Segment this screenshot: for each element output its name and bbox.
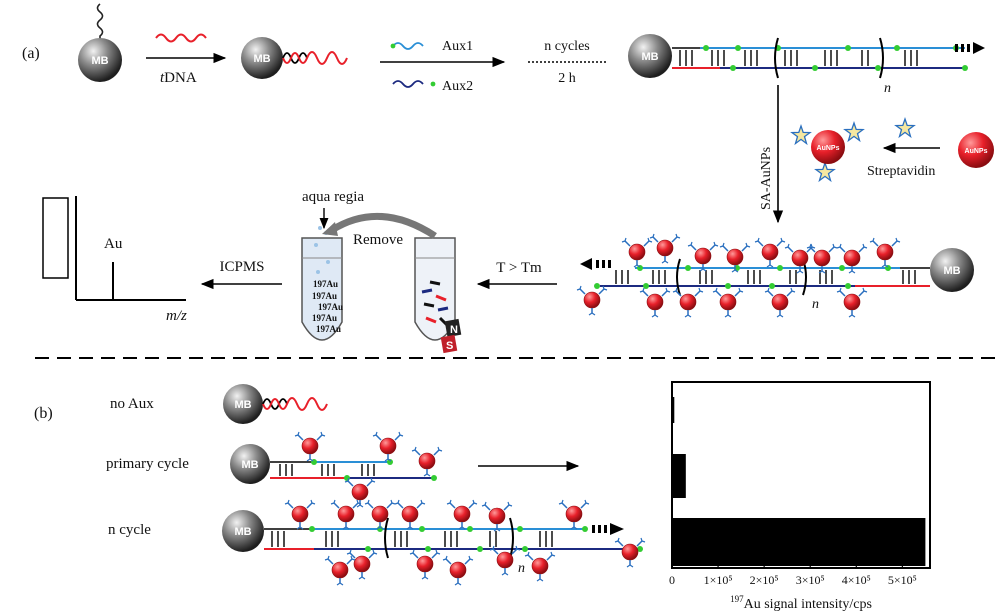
panel-a-label: (a) xyxy=(22,45,40,62)
panel-b-label: (b) xyxy=(34,405,53,422)
x-tick-label: 1×10⁵ xyxy=(704,573,733,587)
x-tick-label: 2×10⁵ xyxy=(750,573,779,587)
aux1-label: Aux1 xyxy=(442,39,473,54)
remove-label: Remove xyxy=(353,232,403,248)
bead-initial: MB xyxy=(78,3,122,82)
no-aux-construct: MB xyxy=(223,384,328,424)
bead-label-b2: MB xyxy=(241,459,258,471)
denature-step: T > Tm xyxy=(476,260,557,290)
mz-label: m/z xyxy=(166,308,187,324)
tube-au-3: 197Au xyxy=(318,302,343,312)
magnet-n-label: N xyxy=(450,324,458,336)
bar-no-aux xyxy=(672,397,675,423)
temp-label: T > Tm xyxy=(496,260,542,276)
magnet-s-label: S xyxy=(446,340,453,352)
aux-step: Aux1 Aux2 xyxy=(380,39,506,94)
cycles-label: n cycles xyxy=(544,39,589,54)
repeat-n-top: n xyxy=(884,81,891,96)
au-peak-label: Au xyxy=(104,236,123,252)
amplified-product-top: MB n xyxy=(628,34,985,96)
x-tick-label: 0 xyxy=(669,573,675,587)
x-tick-label: 3×10⁵ xyxy=(796,573,825,587)
cycles-step: n cycles 2 h xyxy=(528,39,607,86)
x-tick-label: 5×10⁵ xyxy=(888,573,917,587)
labeled-product: MB n xyxy=(576,233,974,318)
bead-label-2: MB xyxy=(253,53,270,65)
x-axis-title: 197Au signal intensity/cps xyxy=(730,594,872,612)
aux2-label: Aux2 xyxy=(442,79,473,94)
sa-aunp-conjugate: AuNPs Streptavidin AuNPs xyxy=(791,118,994,182)
signal-bar-chart: 0 1×10⁵ 2×10⁵ 3×10⁵ 4×10⁵ 5×10⁵ 197Au signal i… xyxy=(669,381,931,612)
bead-label-b1: MB xyxy=(234,399,251,411)
primary-cycle-construct: MB xyxy=(230,431,443,508)
continuation-arrow-b xyxy=(592,523,624,535)
icpms-step: ICPMS xyxy=(200,259,282,290)
x-tick-label: 4×10⁵ xyxy=(842,573,871,587)
tdna-step: tDNA xyxy=(146,33,227,86)
magnet: N S xyxy=(440,318,462,354)
n-cycle-construct: MB n xyxy=(222,499,646,586)
repeat-n-mid: n xyxy=(812,297,819,312)
aunps-label-conj: AuNPs xyxy=(817,145,840,152)
bead-label-b3: MB xyxy=(234,526,251,538)
bar-n-cycle xyxy=(672,518,926,566)
row-label-n-cycle: n cycle xyxy=(108,522,151,538)
time-label: 2 h xyxy=(558,71,576,86)
icpms-spectrum: Au m/z xyxy=(42,196,187,324)
tube-au-5: 197Au xyxy=(316,324,341,334)
continuation-arrow-mid xyxy=(580,258,611,270)
aunps-label-free: AuNPs xyxy=(965,148,988,155)
sa-aunps-step: SA-AuNPs xyxy=(759,85,784,224)
tube-au-1: 197Au xyxy=(313,279,338,289)
bead-label-3: MB xyxy=(641,51,658,63)
sa-aunps-label: SA-AuNPs xyxy=(759,147,774,210)
streptavidin-label: Streptavidin xyxy=(867,164,935,179)
bead-label-4: MB xyxy=(943,265,960,277)
aqua-regia-label: aqua regia xyxy=(302,189,364,205)
tubes: 197Au 197Au 197Au 197Au 197Au N S Remove… xyxy=(301,189,462,354)
tube-au-4: 197Au xyxy=(312,313,337,323)
continuation-arrow-top xyxy=(955,42,985,54)
row-label-no-aux: no Aux xyxy=(110,396,154,412)
tdna-label: tDNA xyxy=(160,70,197,86)
bar-primary-cycle xyxy=(672,454,686,498)
tube-au-2: 197Au xyxy=(312,291,337,301)
repeat-n-b: n xyxy=(518,561,525,576)
bead-label: MB xyxy=(91,55,108,67)
icpms-label: ICPMS xyxy=(219,259,264,275)
row-label-primary: primary cycle xyxy=(106,456,189,472)
bead-with-tdna: MB xyxy=(241,37,348,79)
